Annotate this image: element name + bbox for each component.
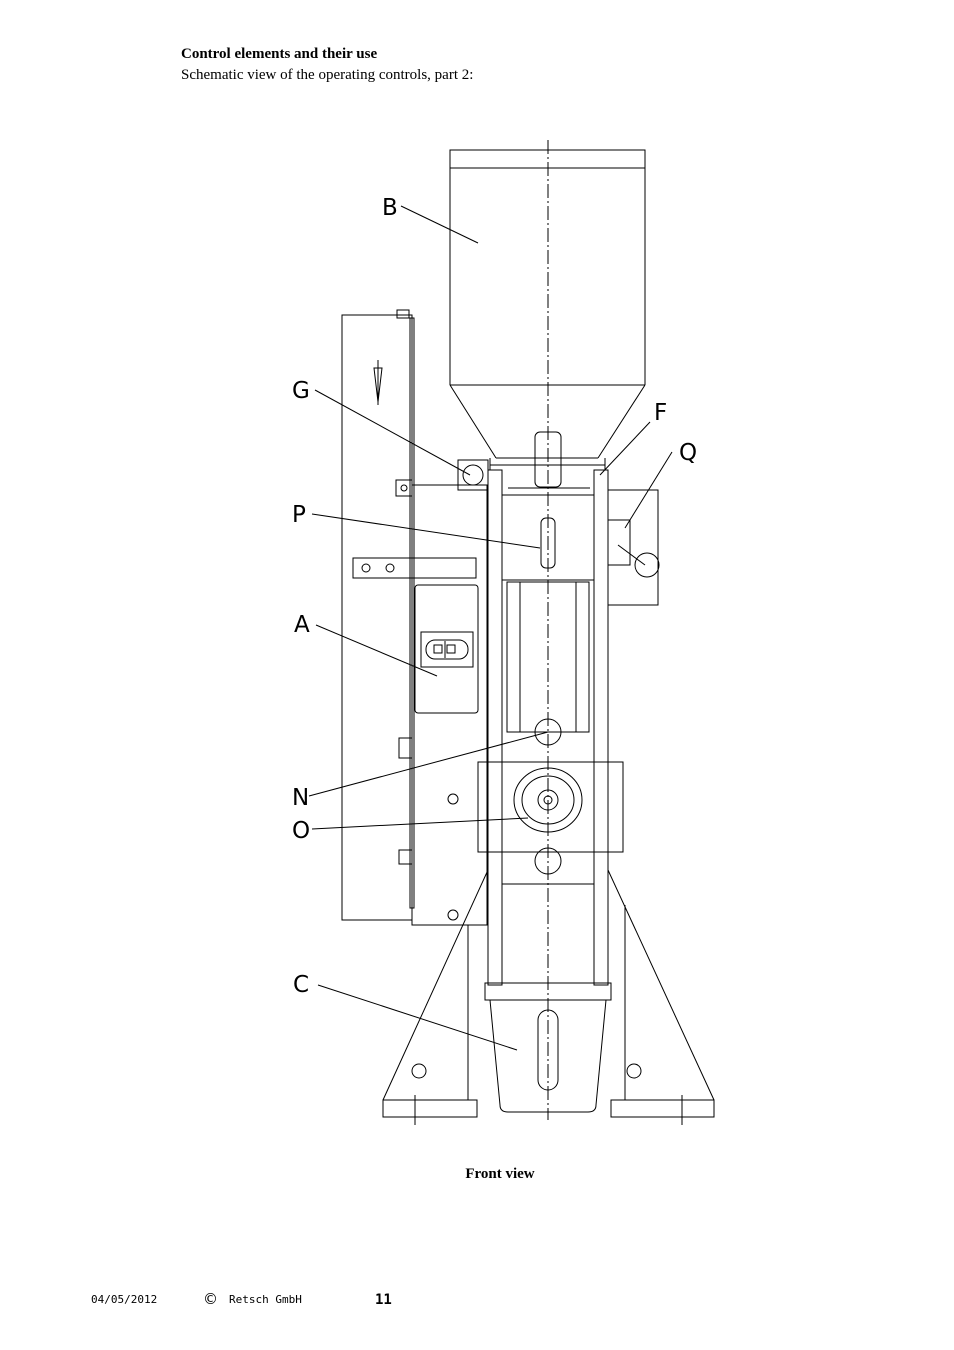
section-title: Control elements and their use [181,46,378,62]
label-q: Q [679,440,697,466]
label-g: G [292,378,310,404]
label-b: B [382,195,398,221]
label-c: C [293,972,309,998]
label-a: A [294,612,310,638]
footer-company: Retsch GmbH [229,1293,302,1306]
label-p: P [292,502,306,528]
figure-caption: Front view [465,1166,535,1182]
copyright-icon: © [203,1290,218,1308]
footer-date: 04/05/2012 [91,1293,158,1306]
label-n: N [292,785,309,811]
label-f: F [654,400,667,426]
page-number: 11 [375,1292,392,1308]
label-o: O [292,818,310,844]
section-subtitle: Schematic view of the operating controls… [181,67,474,83]
